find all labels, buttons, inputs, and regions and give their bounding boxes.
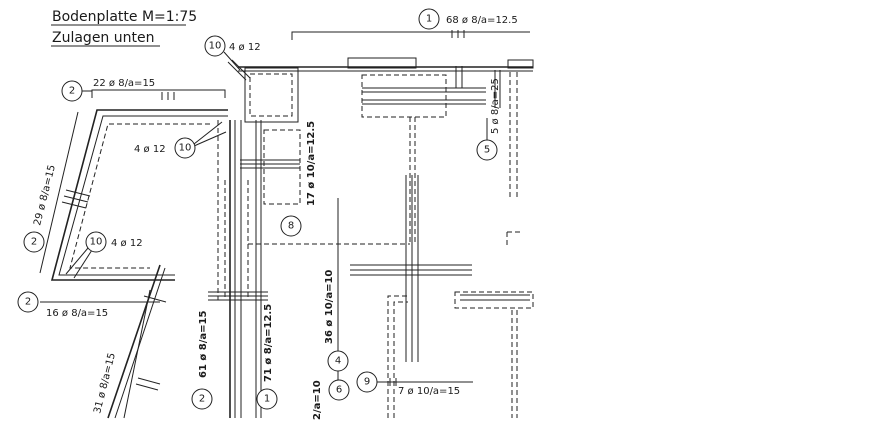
marker-number: 1 [426,14,432,25]
marker-6[interactable]: 6 2/a=10 [312,379,350,420]
marker-number: 2 [199,394,205,405]
marker-number: 10 [90,237,103,248]
marker-2-bottom-left[interactable]: 2 16 ø 8/a=15 [17,291,108,319]
marker-2-diagonal[interactable]: 31 ø 8/a=15 [92,352,118,415]
marker-number: 9 [364,377,370,388]
marker-number: 2 [25,297,31,308]
marker-label: 68 ø 8/a=12.5 [446,15,518,26]
marker-4[interactable]: 4 36 ø 10/a=10 [324,270,349,372]
marker-number: 10 [179,143,192,154]
marker-9[interactable]: 9 7 ø 10/a=15 [356,371,473,397]
marker-label: 16 ø 8/a=15 [46,308,108,319]
marker-2-left[interactable]: 2 29 ø 8/a=15 [23,164,58,253]
drawing-title: Bodenplatte M=1:75 Zulagen unten [51,9,197,47]
marker-2-wall[interactable]: 2 61 ø 8/a=15 [191,311,213,410]
marker-label: 31 ø 8/a=15 [92,352,118,415]
marker-1-wall[interactable]: 1 71 ø 8/a=12.5 [256,304,278,410]
marker-8[interactable]: 8 17 ø 10/a=12.5 [280,121,317,237]
marker-number: 1 [264,394,270,405]
marker-label: 36 ø 10/a=10 [324,270,335,344]
marker-label: 71 ø 8/a=12.5 [263,304,274,382]
title-line-1: Bodenplatte M=1:75 [52,9,197,25]
marker-label: 22 ø 8/a=15 [93,78,155,89]
marker-2-top-left[interactable]: 2 22 ø 8/a=15 [61,78,155,102]
marker-label: 4 ø 12 [134,144,166,155]
marker-label: 4 ø 12 [111,238,143,249]
marker-number: 5 [484,145,490,156]
marker-label: 17 ø 10/a=12.5 [306,121,317,206]
marker-5[interactable]: 5 5 ø 8/a=25 [476,78,501,161]
marker-label: 4 ø 12 [229,42,261,53]
structural-linework [39,30,534,419]
marker-number: 2 [69,86,75,97]
marker-number: 10 [209,41,222,52]
marker-10-lower[interactable]: 10 4 ø 12 [65,231,143,279]
marker-1-top[interactable]: 1 68 ø 8/a=12.5 [418,8,518,30]
marker-number: 2 [31,237,37,248]
marker-label: 61 ø 8/a=15 [198,311,209,378]
marker-label: 7 ø 10/a=15 [398,386,460,397]
marker-label: 2/a=10 [312,380,323,420]
marker-number: 8 [288,221,294,232]
marker-10-top[interactable]: 10 4 ø 12 [204,35,261,71]
marker-label: 5 ø 8/a=25 [490,78,501,134]
marker-number: 4 [335,356,341,367]
marker-label: 29 ø 8/a=15 [32,164,58,227]
marker-number: 6 [336,385,342,396]
title-line-2: Zulagen unten [52,30,154,46]
marker-10-middle[interactable]: 10 4 ø 12 [134,121,227,159]
